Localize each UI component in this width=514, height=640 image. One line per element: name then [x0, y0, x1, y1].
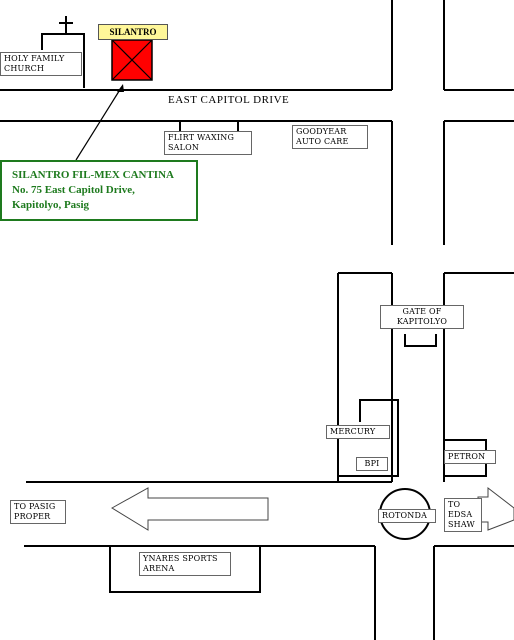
- landmark-flirt-waxing-salon: FLIRT WAXING SALON: [164, 131, 252, 155]
- callout-title: SILANTRO FIL-MEX CANTINA: [12, 169, 174, 181]
- landmark-bpi: BPI: [356, 457, 388, 471]
- callout-address: No. 75 East Capitol Drive,: [12, 184, 135, 196]
- silantro-marker: [111, 39, 153, 81]
- left-arrow-icon: [111, 487, 269, 531]
- landmark-ynares-sports-arena: YNARES SPORTS ARENA: [139, 552, 231, 576]
- silantro-tag: SILANTRO: [98, 24, 168, 40]
- callout-city: Kapitolyo, Pasig: [12, 199, 90, 211]
- right-arrow-icon: [477, 486, 514, 531]
- landmark-holy-family-church: HOLY FAMILY CHURCH: [0, 52, 82, 76]
- landmark-mercury: MERCURY: [326, 425, 390, 439]
- silantro-callout: SILANTRO FIL-MEX CANTINA No. 75 East Cap…: [0, 160, 198, 221]
- direction-to-pasig-proper: TO PASIG PROPER: [10, 500, 66, 524]
- direction-to-edsa-shaw: TO EDSA SHAW: [444, 498, 482, 532]
- road-label-east-capitol-drive: EAST CAPITOL DRIVE: [168, 94, 290, 106]
- landmark-rotonda: ROTONDA: [378, 509, 436, 523]
- landmark-gate-of-kapitolyo: GATE OF KAPITOLYO: [380, 305, 464, 329]
- landmark-petron: PETRON: [444, 450, 496, 464]
- pointer-arrow: [75, 84, 124, 161]
- landmark-goodyear-auto-care: GOODYEAR AUTO CARE: [292, 125, 368, 149]
